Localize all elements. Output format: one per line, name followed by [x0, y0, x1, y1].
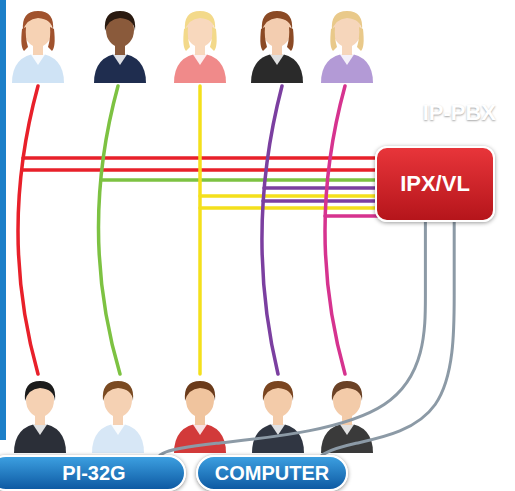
call-wire [18, 86, 38, 374]
band-heading: IP-PBX [423, 100, 496, 126]
box-label: COMPUTER [215, 462, 329, 485]
user-icon [251, 11, 303, 83]
call-wire [198, 86, 202, 374]
link-line [160, 222, 425, 455]
side-bar [0, 0, 6, 440]
user-icon [321, 11, 373, 83]
call-wire [200, 194, 378, 198]
box-label: IPX/VL [400, 171, 470, 197]
band-rim [9, 98, 508, 287]
system-band: IP-PBX IPX/VL [8, 97, 508, 287]
call-wire [325, 86, 345, 374]
call-wire [98, 86, 120, 374]
server-box: IPX/VL [375, 146, 495, 222]
call-wire [101, 178, 378, 182]
user-icon [174, 11, 226, 83]
link-line [322, 222, 454, 455]
call-wire [264, 186, 378, 190]
user-icon [252, 381, 304, 453]
user-icon [94, 11, 146, 83]
band-fill [10, 99, 506, 285]
box-label: PI-32G [62, 462, 125, 485]
call-wire [325, 214, 378, 218]
device-pill: COMPUTER [196, 455, 348, 491]
user-icon [14, 381, 66, 453]
device-pill: PI-32G [0, 455, 186, 491]
call-wire [200, 206, 378, 210]
call-wire [262, 86, 282, 374]
user-icon [92, 381, 144, 453]
user-icon [12, 11, 64, 83]
call-wire [263, 199, 378, 203]
